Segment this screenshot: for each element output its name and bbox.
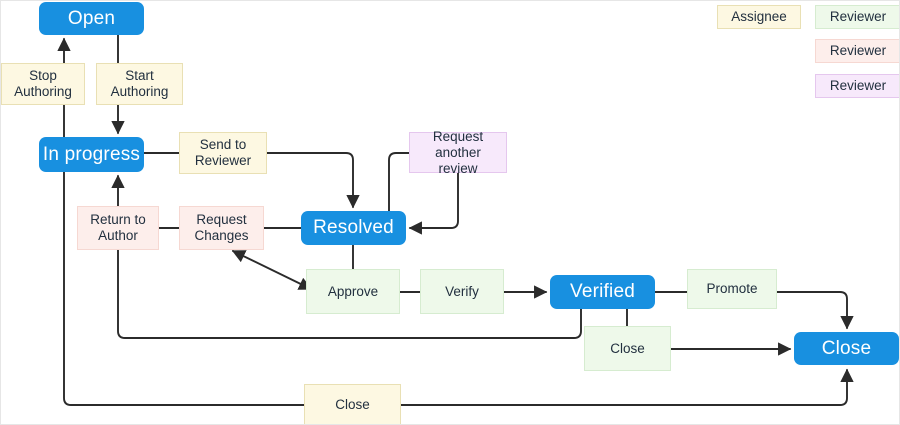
state-verified[interactable]: Verified <box>550 275 655 309</box>
state-resolved[interactable]: Resolved <box>301 211 406 245</box>
state-open[interactable]: Open <box>39 2 144 35</box>
transition-close-from-in-progress[interactable]: Close <box>304 384 401 424</box>
legend-item-reviewer-pink: Reviewer <box>815 39 899 63</box>
edge-sendreviewer-to-resolved <box>266 152 360 209</box>
transition-return-to-author[interactable]: Return to Author <box>77 206 159 250</box>
transition-start-authoring[interactable]: Start Authoring <box>96 63 183 105</box>
edge-resolved-to-requestanother <box>388 152 410 212</box>
state-in-progress[interactable]: In progress <box>39 137 144 172</box>
transition-close-from-verified[interactable]: Close <box>584 326 671 371</box>
legend-item-reviewer-green: Reviewer <box>815 5 899 29</box>
edge-promote-to-close <box>776 291 854 330</box>
transition-verify[interactable]: Verify <box>420 269 504 314</box>
transition-promote[interactable]: Promote <box>687 269 777 309</box>
state-close[interactable]: Close <box>794 332 899 365</box>
legend-item-assignee: Assignee <box>717 5 801 29</box>
transition-stop-authoring[interactable]: Stop Authoring <box>1 63 85 105</box>
transition-send-to-reviewer[interactable]: Send to Reviewer <box>179 132 267 174</box>
transition-approve[interactable]: Approve <box>306 269 400 314</box>
legend-item-reviewer-purple: Reviewer <box>815 74 899 98</box>
edge-approve-requestchanges-bidirectional <box>231 250 313 290</box>
edge-closelabel-to-close <box>400 368 854 406</box>
transition-request-changes[interactable]: Request Changes <box>179 206 264 250</box>
transition-request-another-review[interactable]: Request another review <box>409 129 507 176</box>
edge-requestanother-to-resolved <box>408 172 459 235</box>
